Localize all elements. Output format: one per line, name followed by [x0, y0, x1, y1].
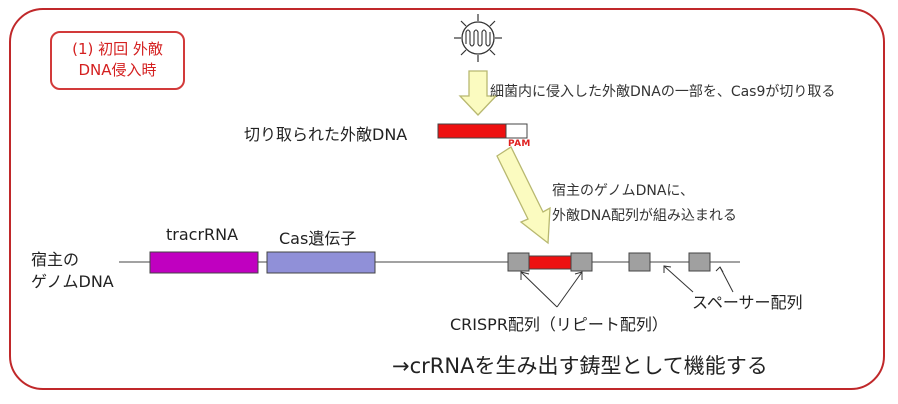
caption-cas9-cut: 細菌内に侵入した外敵DNAの一部を、Cas9が切り取る: [490, 84, 836, 100]
repeat-box-3: [628, 252, 651, 272]
repeat-box-1: [507, 252, 530, 272]
step-title-box: (1) 初回 外敵 DNA侵入時: [50, 31, 185, 90]
panel-frame: [9, 8, 885, 390]
step-title-line1: (1) 初回 外敵: [72, 40, 163, 58]
caption-integrate-line2: 外敵DNA配列が組み込まれる: [552, 208, 737, 224]
step-title-line2: DNA侵入時: [78, 61, 157, 79]
caption-integrate-line1: 宿主のゲノムDNAに、: [552, 183, 694, 199]
fragment-label: 切り取られた外敵DNA: [244, 125, 408, 144]
cas-label: Cas遺伝子: [279, 229, 357, 248]
genome-label-line2: ゲノムDNA: [31, 272, 114, 291]
phage-icon: [454, 14, 502, 62]
arrow-diagonal-integrate: [496, 146, 551, 245]
arrow-down-cas9: [458, 70, 498, 116]
crispr-pointers: [520, 271, 583, 308]
pam-label: PAM: [508, 139, 531, 149]
spacer-label: スペーサー配列: [692, 293, 803, 312]
repeat-box-2: [570, 252, 593, 272]
genome-label-line1: 宿主の: [31, 250, 80, 269]
cas-gene-box: [266, 251, 376, 274]
crispr-label: CRISPR配列（リピート配列）: [450, 315, 668, 334]
conclusion-text: →crRNAを生み出す鋳型として機能する: [392, 354, 768, 378]
tracr-gene-box: [149, 251, 259, 274]
pam-segment: [505, 123, 528, 139]
foreign-dna-fragment: [437, 123, 507, 139]
tracr-label: tracrRNA: [166, 225, 239, 244]
inserted-spacer: [528, 255, 572, 270]
spacer-pointers: [663, 265, 734, 293]
repeat-box-4: [688, 252, 711, 272]
